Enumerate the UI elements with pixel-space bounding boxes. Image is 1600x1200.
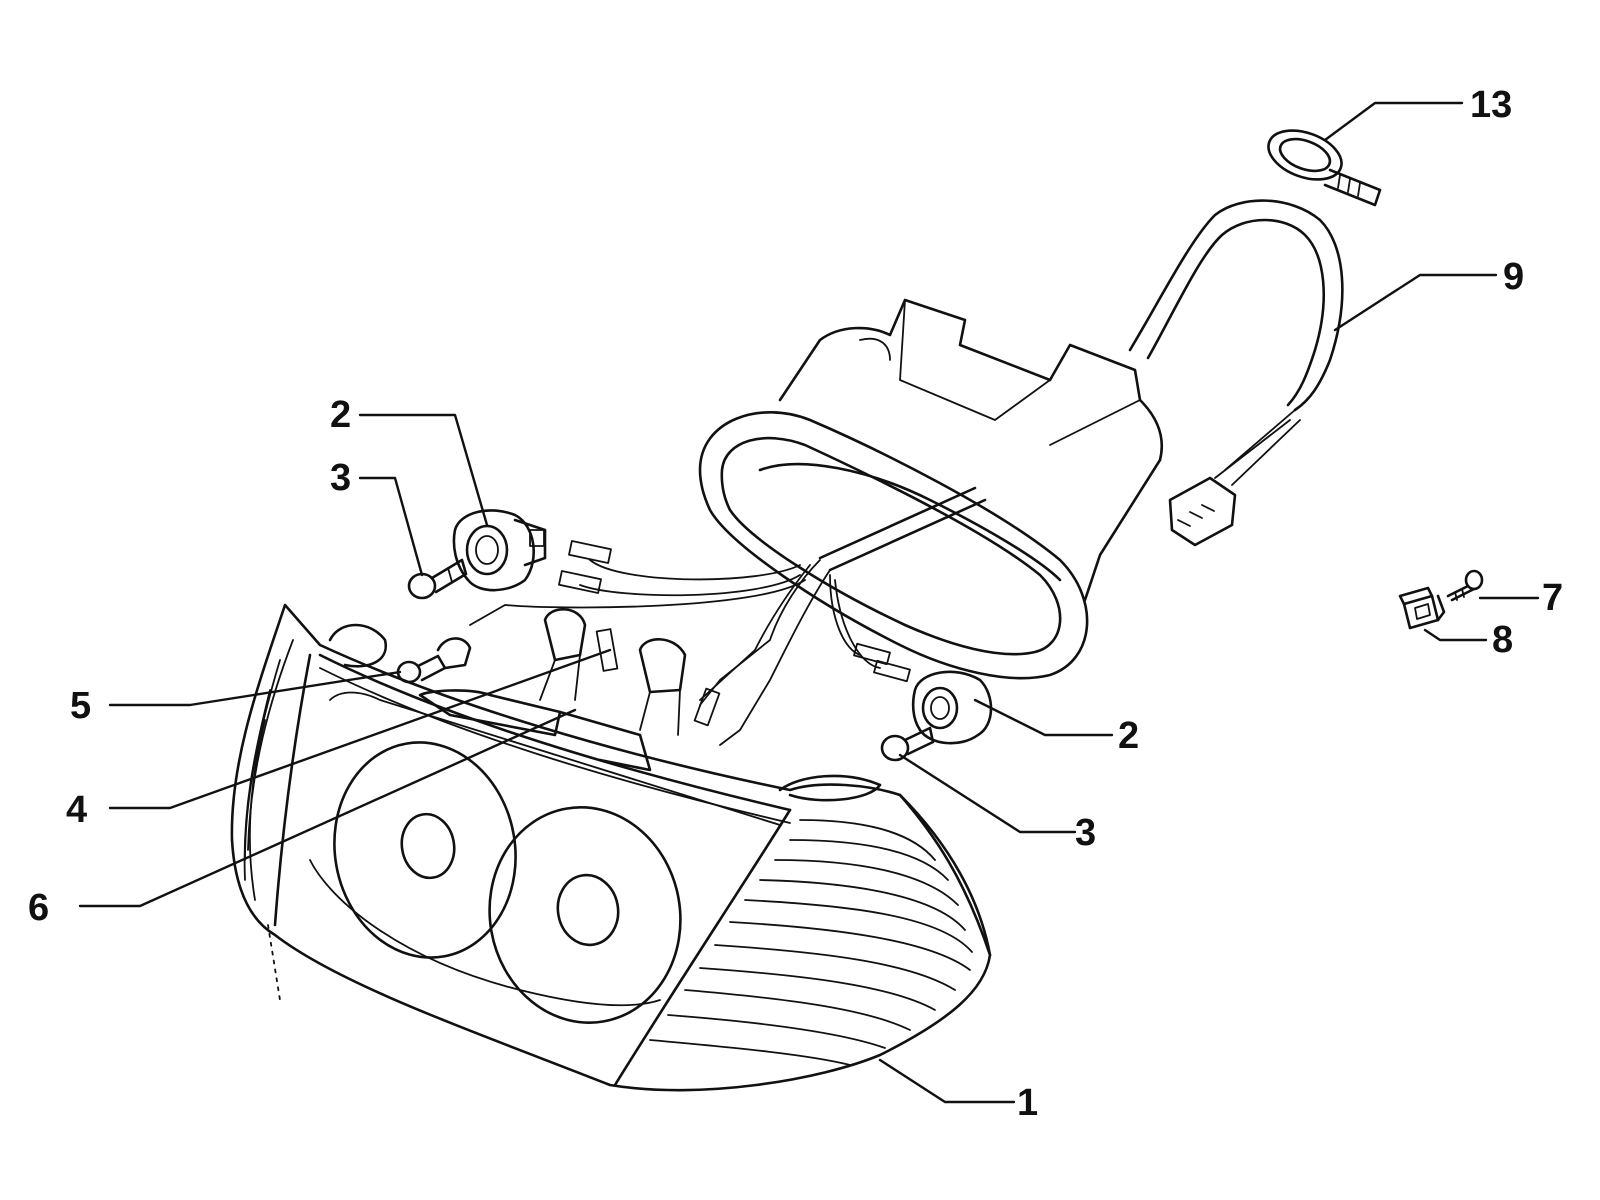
bulb-lower xyxy=(880,726,935,762)
callout-5: 5 xyxy=(70,685,91,727)
bulb-socket-upper xyxy=(452,509,547,592)
leader-lines xyxy=(78,101,1540,1104)
callout-2-lower: 2 xyxy=(1118,715,1139,757)
callout-13: 13 xyxy=(1470,84,1512,126)
callout-2-upper: 2 xyxy=(330,394,351,436)
callout-4: 4 xyxy=(66,789,87,831)
bulb-upper xyxy=(407,558,468,600)
callout-6: 6 xyxy=(28,887,49,929)
cable-tie-clamp xyxy=(1267,129,1382,207)
callout-8: 8 xyxy=(1492,619,1513,661)
callout-7: 7 xyxy=(1542,577,1563,619)
wiring-harness xyxy=(469,199,1344,746)
clip-nut xyxy=(1398,586,1446,630)
callout-1: 1 xyxy=(1017,1082,1038,1124)
callout-3-lower: 3 xyxy=(1075,812,1096,854)
screw xyxy=(1446,569,1484,602)
headlight-housing xyxy=(230,603,992,1092)
callout-9: 9 xyxy=(1503,256,1524,298)
callout-labels: 13 9 2 3 7 8 5 2 4 3 6 1 xyxy=(28,84,1563,1124)
callout-3-upper: 3 xyxy=(330,457,351,499)
bulb-socket-lower xyxy=(911,670,993,745)
small-bulb xyxy=(396,637,472,684)
